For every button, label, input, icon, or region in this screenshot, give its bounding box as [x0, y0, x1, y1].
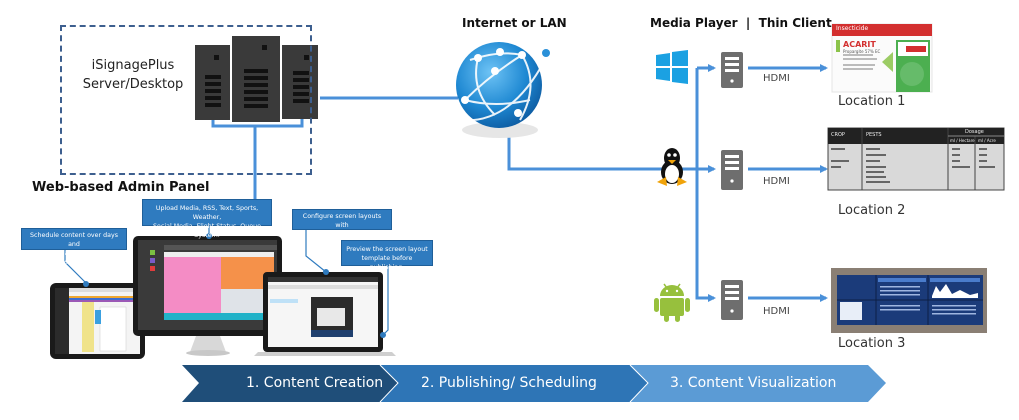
step-3-label: 3. Content Visualization [670, 375, 837, 391]
callout-text: months across display screens. [38, 250, 110, 266]
linux-icon [657, 148, 687, 186]
globe-network-icon [456, 42, 550, 138]
media-player-title: Media Player | Thin Client [650, 16, 832, 30]
step-1-chevron [182, 365, 398, 402]
callout-text: template before publishing. [361, 255, 413, 271]
network-title: Internet or LAN [462, 16, 567, 30]
location-1-product: ACARIT [843, 40, 876, 49]
tablet-device [50, 283, 145, 359]
callout-preview-layout: Preview the screen layout template befor… [341, 240, 433, 271]
laptop-device [254, 269, 396, 356]
player-box-3-icon [721, 280, 743, 320]
step-3-chevron [630, 365, 886, 402]
location-2-subheader-2: ml / Acre [978, 138, 996, 143]
player-bus-line [695, 68, 712, 300]
server-boundary-box [60, 25, 312, 175]
callout-text: Preview the screen layout [346, 246, 428, 253]
location-1-sub: Propargite 57% EC [843, 49, 881, 54]
location-2-label: Location 2 [838, 203, 906, 218]
step-2-label: 2. Publishing/ Scheduling [421, 375, 597, 391]
location-2-header-pests: PESTS [866, 132, 882, 138]
location-3-label: Location 3 [838, 336, 906, 351]
admin-panel-title: Web-based Admin Panel [32, 180, 210, 195]
callout-text: Schedule content over days and [30, 232, 118, 248]
network-to-players-line [507, 128, 710, 171]
step-2-chevron [380, 365, 648, 402]
location-2-screen [827, 127, 1005, 191]
location-3-screen [831, 268, 987, 333]
player-box-2-icon [721, 150, 743, 190]
step-1-label: 1. Content Creation [246, 375, 384, 391]
callout-configure-layouts: Configure screen layouts with multiple z… [292, 209, 392, 247]
hdmi-label-1: HDMI [763, 73, 790, 84]
hdmi-label-2: HDMI [763, 176, 790, 187]
location-2-subheader-1: ml / Hectare [950, 138, 975, 143]
server-rack-icon [195, 36, 318, 122]
desktop-monitor-device [133, 233, 282, 356]
android-icon [654, 283, 690, 322]
server-label-line2: Server/Desktop [82, 77, 184, 92]
callout-text: Configure screen layouts with [302, 213, 382, 229]
location-1-label: Location 1 [838, 94, 906, 109]
hdmi-label-3: HDMI [763, 306, 790, 317]
location-1-header: Insecticide [836, 25, 869, 32]
location-1-screen [831, 23, 933, 93]
callout-text: Upload Media, RSS, Text, Sports, Weather… [155, 205, 259, 221]
player-box-1-icon [721, 52, 743, 88]
callout-connectors [64, 226, 389, 336]
server-label-line1: iSignagePlus [91, 58, 175, 73]
callout-text: Social Media, Flight Status, Queue Syste… [153, 223, 261, 239]
callout-dot [83, 281, 89, 287]
location-2-header-crop: CROP [831, 132, 845, 138]
server-label: iSignagePlus Server/Desktop [78, 56, 188, 94]
location-2-header-dosage: Dosage [965, 129, 984, 135]
callout-schedule: Schedule content over days and months ac… [21, 228, 127, 266]
callout-upload-media: Upload Media, RSS, Text, Sports, Weather… [142, 199, 272, 239]
windows-icon [656, 50, 688, 84]
